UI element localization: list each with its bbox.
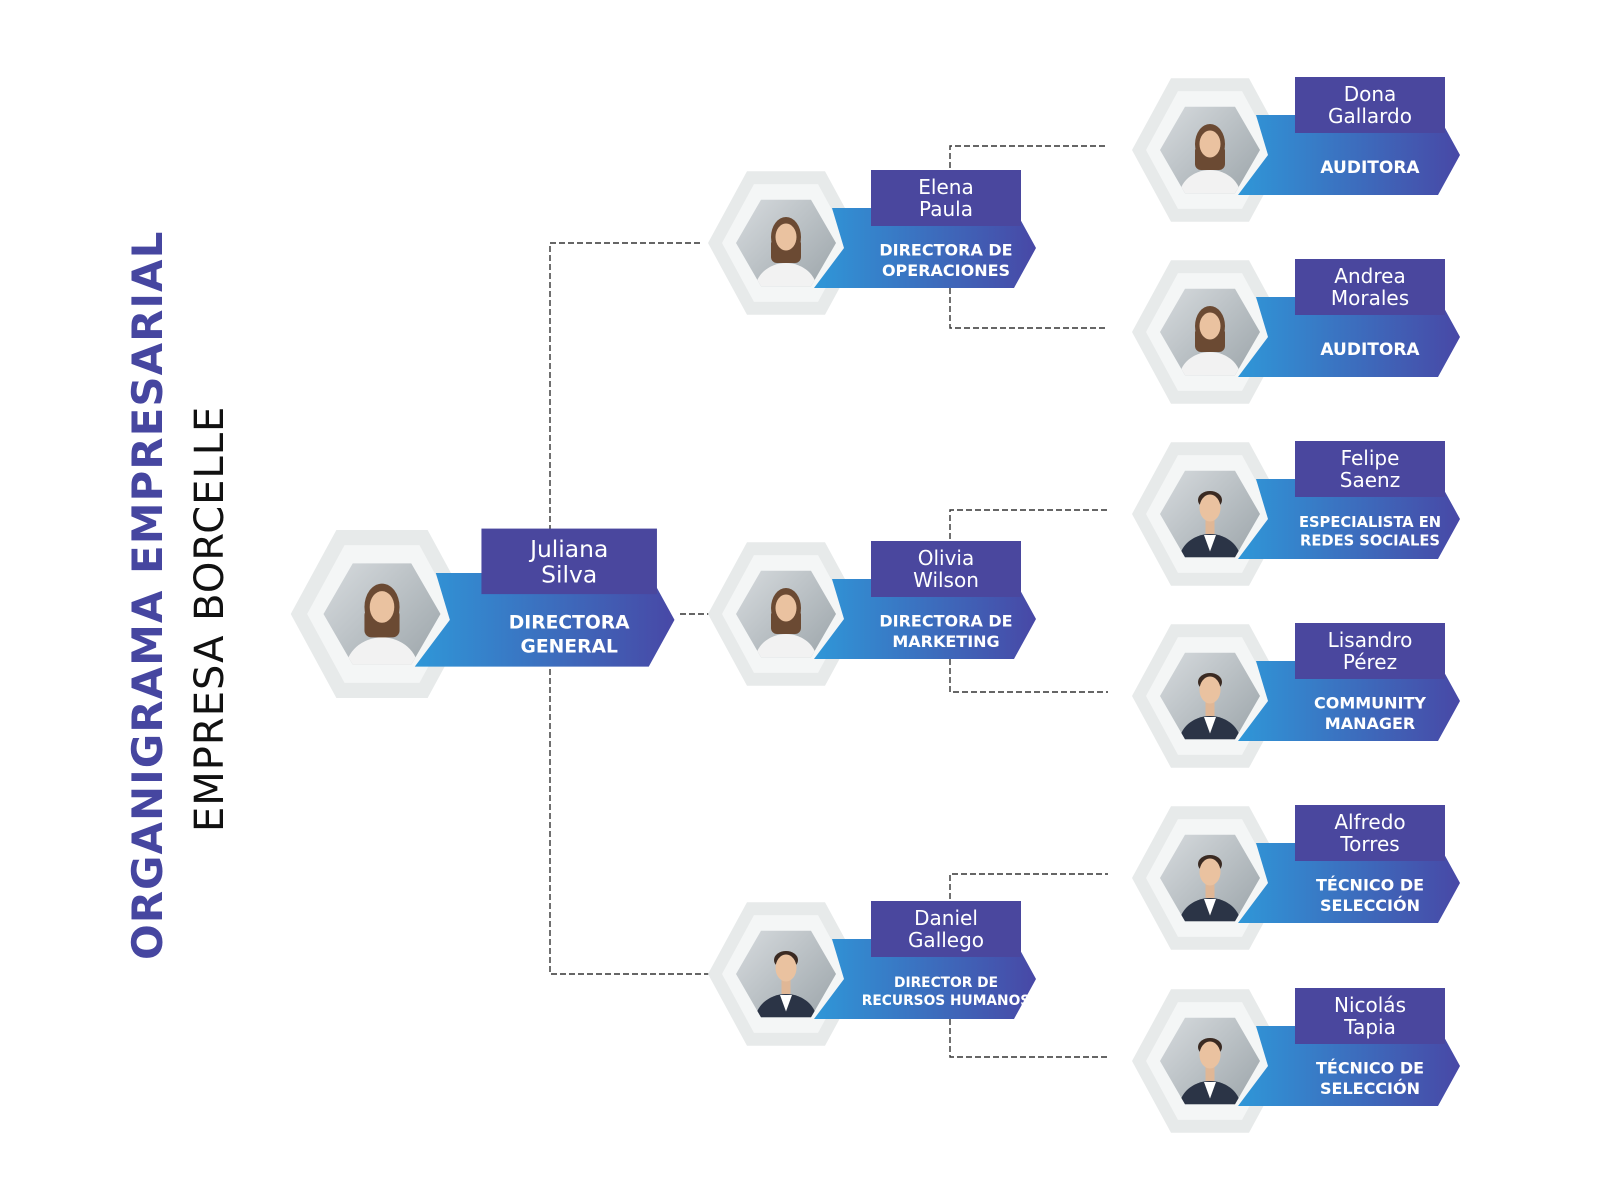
connector-report-1-b xyxy=(949,659,1108,693)
role-banner xyxy=(1238,297,1460,377)
connector-report-2-b xyxy=(949,1019,1108,1058)
role-banner xyxy=(1238,661,1460,741)
woman-avatar xyxy=(323,563,441,665)
name-box xyxy=(871,541,1021,597)
role-banner xyxy=(1238,479,1460,559)
name-box xyxy=(1295,259,1445,315)
role-banner xyxy=(1238,115,1460,195)
name-box xyxy=(871,901,1021,957)
man-avatar xyxy=(736,930,836,1018)
role-banner xyxy=(414,573,675,667)
name-box xyxy=(1295,805,1445,861)
woman-avatar xyxy=(736,199,836,287)
name-box xyxy=(1295,988,1445,1044)
name-box xyxy=(1295,77,1445,133)
person-role: AUDITORA xyxy=(1320,158,1420,178)
woman-avatar xyxy=(736,570,836,658)
role-banner xyxy=(814,208,1036,288)
name-box xyxy=(1295,623,1445,679)
role-banner xyxy=(1238,843,1460,923)
connector-report-1-a xyxy=(949,509,1108,539)
connector-report-0-b xyxy=(949,288,1108,329)
name-box xyxy=(871,170,1021,226)
name-box xyxy=(481,528,657,595)
role-banner xyxy=(1238,1026,1460,1106)
connector-report-0-a xyxy=(949,145,1108,168)
name-box xyxy=(1295,441,1445,497)
connector-report-2-a xyxy=(949,873,1108,899)
role-banner xyxy=(814,939,1036,1019)
person-role: AUDITORA xyxy=(1320,340,1420,360)
role-banner xyxy=(814,579,1036,659)
